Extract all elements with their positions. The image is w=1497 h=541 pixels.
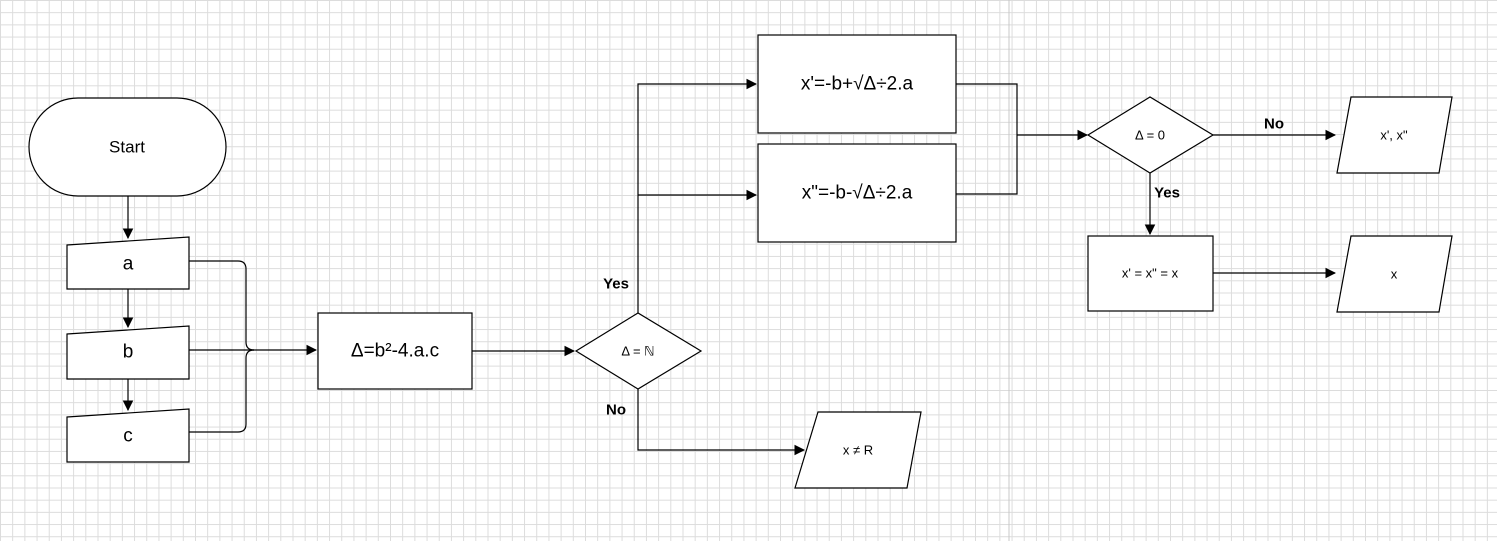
input-c-label: c	[123, 426, 133, 447]
connector-a-to-merge	[189, 260, 255, 351]
no-real-label: x ≠ R	[843, 443, 873, 458]
decision2-label: Δ = 0	[1135, 128, 1165, 143]
root2-process: x"=-b-√Δ÷2.a	[757, 143, 957, 243]
decision1-label: Δ = ℕ	[621, 344, 654, 359]
equal-roots-process: x' = x" = x	[1087, 235, 1214, 312]
connector-c-to-merge	[189, 349, 255, 433]
discriminant-label: Δ=b²-4.a.c	[351, 341, 439, 362]
connector-roots-merge	[956, 83, 1018, 195]
yes-label-2: Yes	[1154, 185, 1180, 202]
input-a-label: a	[123, 254, 134, 275]
no-label-1: No	[606, 402, 626, 419]
decision-delta-natural: Δ = ℕ	[574, 312, 703, 390]
start-terminal: Start	[28, 97, 227, 197]
equal-roots-label: x' = x" = x	[1122, 266, 1179, 281]
input-c: c	[66, 408, 190, 463]
output-one-root: x	[1336, 235, 1453, 313]
decision-delta-zero: Δ = 0	[1086, 96, 1215, 174]
yes-label-1: Yes	[603, 276, 629, 293]
root1-process: x'=-b+√Δ÷2.a	[757, 34, 957, 134]
no-label-2: No	[1264, 116, 1284, 133]
discriminant-process: Δ=b²-4.a.c	[317, 312, 473, 390]
input-b-label: b	[123, 342, 134, 363]
output-two-roots: x', x"	[1336, 96, 1453, 174]
output-two-label: x', x"	[1380, 128, 1408, 143]
output-no-real: x ≠ R	[794, 411, 922, 489]
connectors	[122, 78, 1337, 456]
root2-label: x"=-b-√Δ÷2.a	[802, 183, 913, 204]
arrow-no-to-noreal	[637, 388, 806, 456]
arrow-yes-to-root1	[637, 78, 758, 313]
output-one-label: x	[1391, 267, 1398, 282]
input-b: b	[66, 325, 190, 380]
input-a: a	[66, 236, 190, 290]
root1-label: x'=-b+√Δ÷2.a	[801, 74, 914, 95]
start-label: Start	[109, 138, 145, 157]
